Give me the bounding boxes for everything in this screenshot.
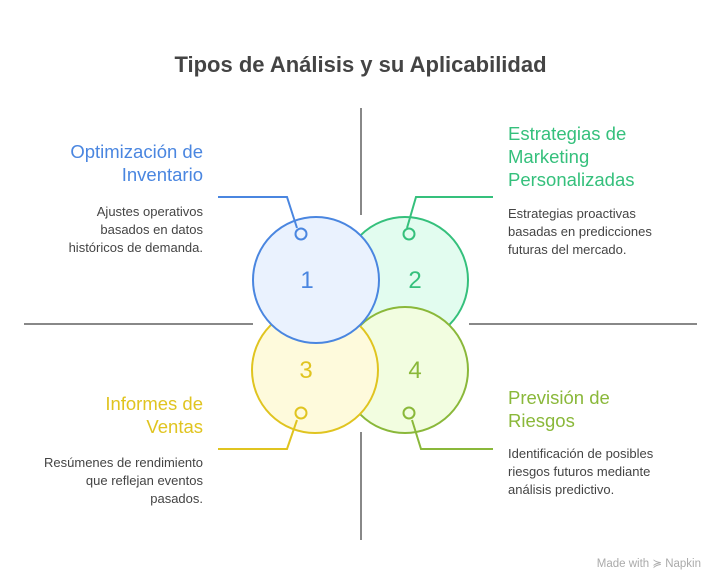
heading-4: Previsión de Riesgos: [508, 387, 610, 431]
diagram-title: Tipos de Análisis y su Aplicabilidad: [174, 52, 547, 77]
connector-dot-3: [294, 406, 308, 420]
circle-group-3: 3: [218, 306, 379, 450]
connector-dot-4: [402, 406, 416, 420]
description-2: Estrategias proactivas basadas en predic…: [508, 206, 652, 257]
description-4: Identificación de posibles riesgos futur…: [508, 446, 654, 497]
connector-line-3: [218, 419, 298, 450]
description-1: Ajustes operativos basados en datos hist…: [68, 204, 203, 255]
circle-number-4: 4: [408, 357, 421, 384]
connector-dot-1: [294, 227, 308, 241]
circle-number-3: 3: [299, 357, 312, 384]
circle-1: [252, 216, 380, 344]
connector-dot-2: [402, 227, 416, 241]
circle-group-1: 1: [218, 196, 380, 344]
heading-3: Informes de Ventas: [105, 393, 203, 437]
connector-line-2: [406, 196, 493, 229]
circle-number-1: 1: [300, 267, 313, 294]
circle-number-2: 2: [408, 267, 421, 294]
heading-1: Optimización de Inventario: [70, 141, 203, 185]
heading-2: Estrategias de Marketing Personalizadas: [508, 123, 635, 190]
watermark: Made with ≽ Napkin: [596, 558, 701, 570]
connector-line-4: [411, 419, 493, 450]
description-3: Resúmenes de rendimiento que reflejan ev…: [44, 455, 203, 506]
circle-group-2: 2: [341, 196, 493, 344]
connector-line-1: [218, 196, 298, 229]
